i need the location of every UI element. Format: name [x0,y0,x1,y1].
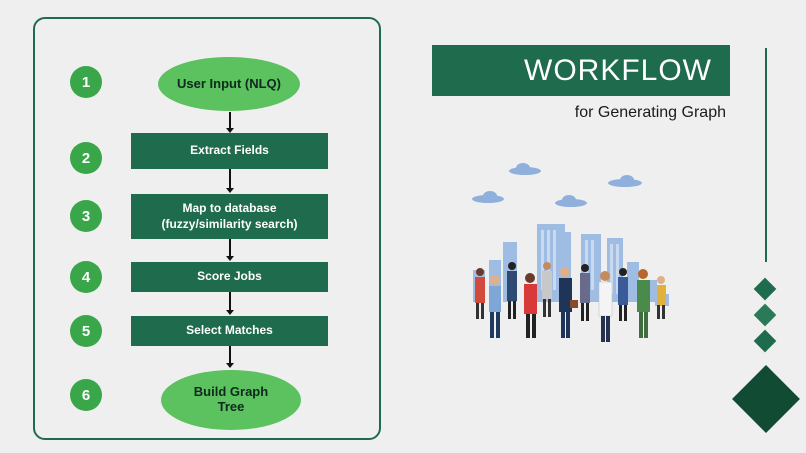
page-title: WORKFLOW [524,53,712,87]
flow-arrow [226,346,234,368]
city-people-illustration-icon [472,163,669,342]
step-label: Build Graph Tree [193,384,269,414]
decorative-vertical-line [765,48,767,262]
flow-arrow [226,169,234,193]
step-number-3: 3 [70,200,102,232]
step-label: Extract Fields [190,143,269,158]
step-label: Select Matches [186,323,273,338]
decorative-diamond [753,277,777,301]
step-number-4: 4 [70,261,102,293]
step-number-2: 2 [70,142,102,174]
step-extract-fields: Extract Fields [131,133,328,169]
step-label: Map to database (fuzzy/similarity search… [161,200,298,231]
step-build-graph-tree: Build Graph Tree [161,370,301,430]
decorative-large-diamond [732,365,800,433]
step-map-to-database: Map to database (fuzzy/similarity search… [131,194,328,239]
step-number-6: 6 [70,379,102,411]
workflow-title-banner: WORKFLOW [432,45,730,96]
step-label: Score Jobs [197,269,262,284]
workflow-panel [33,17,381,440]
step-score-jobs: Score Jobs [131,262,328,292]
page-subtitle: for Generating Graph [574,104,726,121]
flow-arrow [226,239,234,261]
flow-arrow [226,112,234,133]
step-user-input: User Input (NLQ) [158,57,300,111]
step-number-5: 5 [70,315,102,347]
step-label: User Input (NLQ) [177,75,281,91]
decorative-diamond [753,303,777,327]
flow-arrow [226,292,234,315]
decorative-diamond [753,329,777,353]
step-select-matches: Select Matches [131,316,328,346]
step-number-1: 1 [70,66,102,98]
